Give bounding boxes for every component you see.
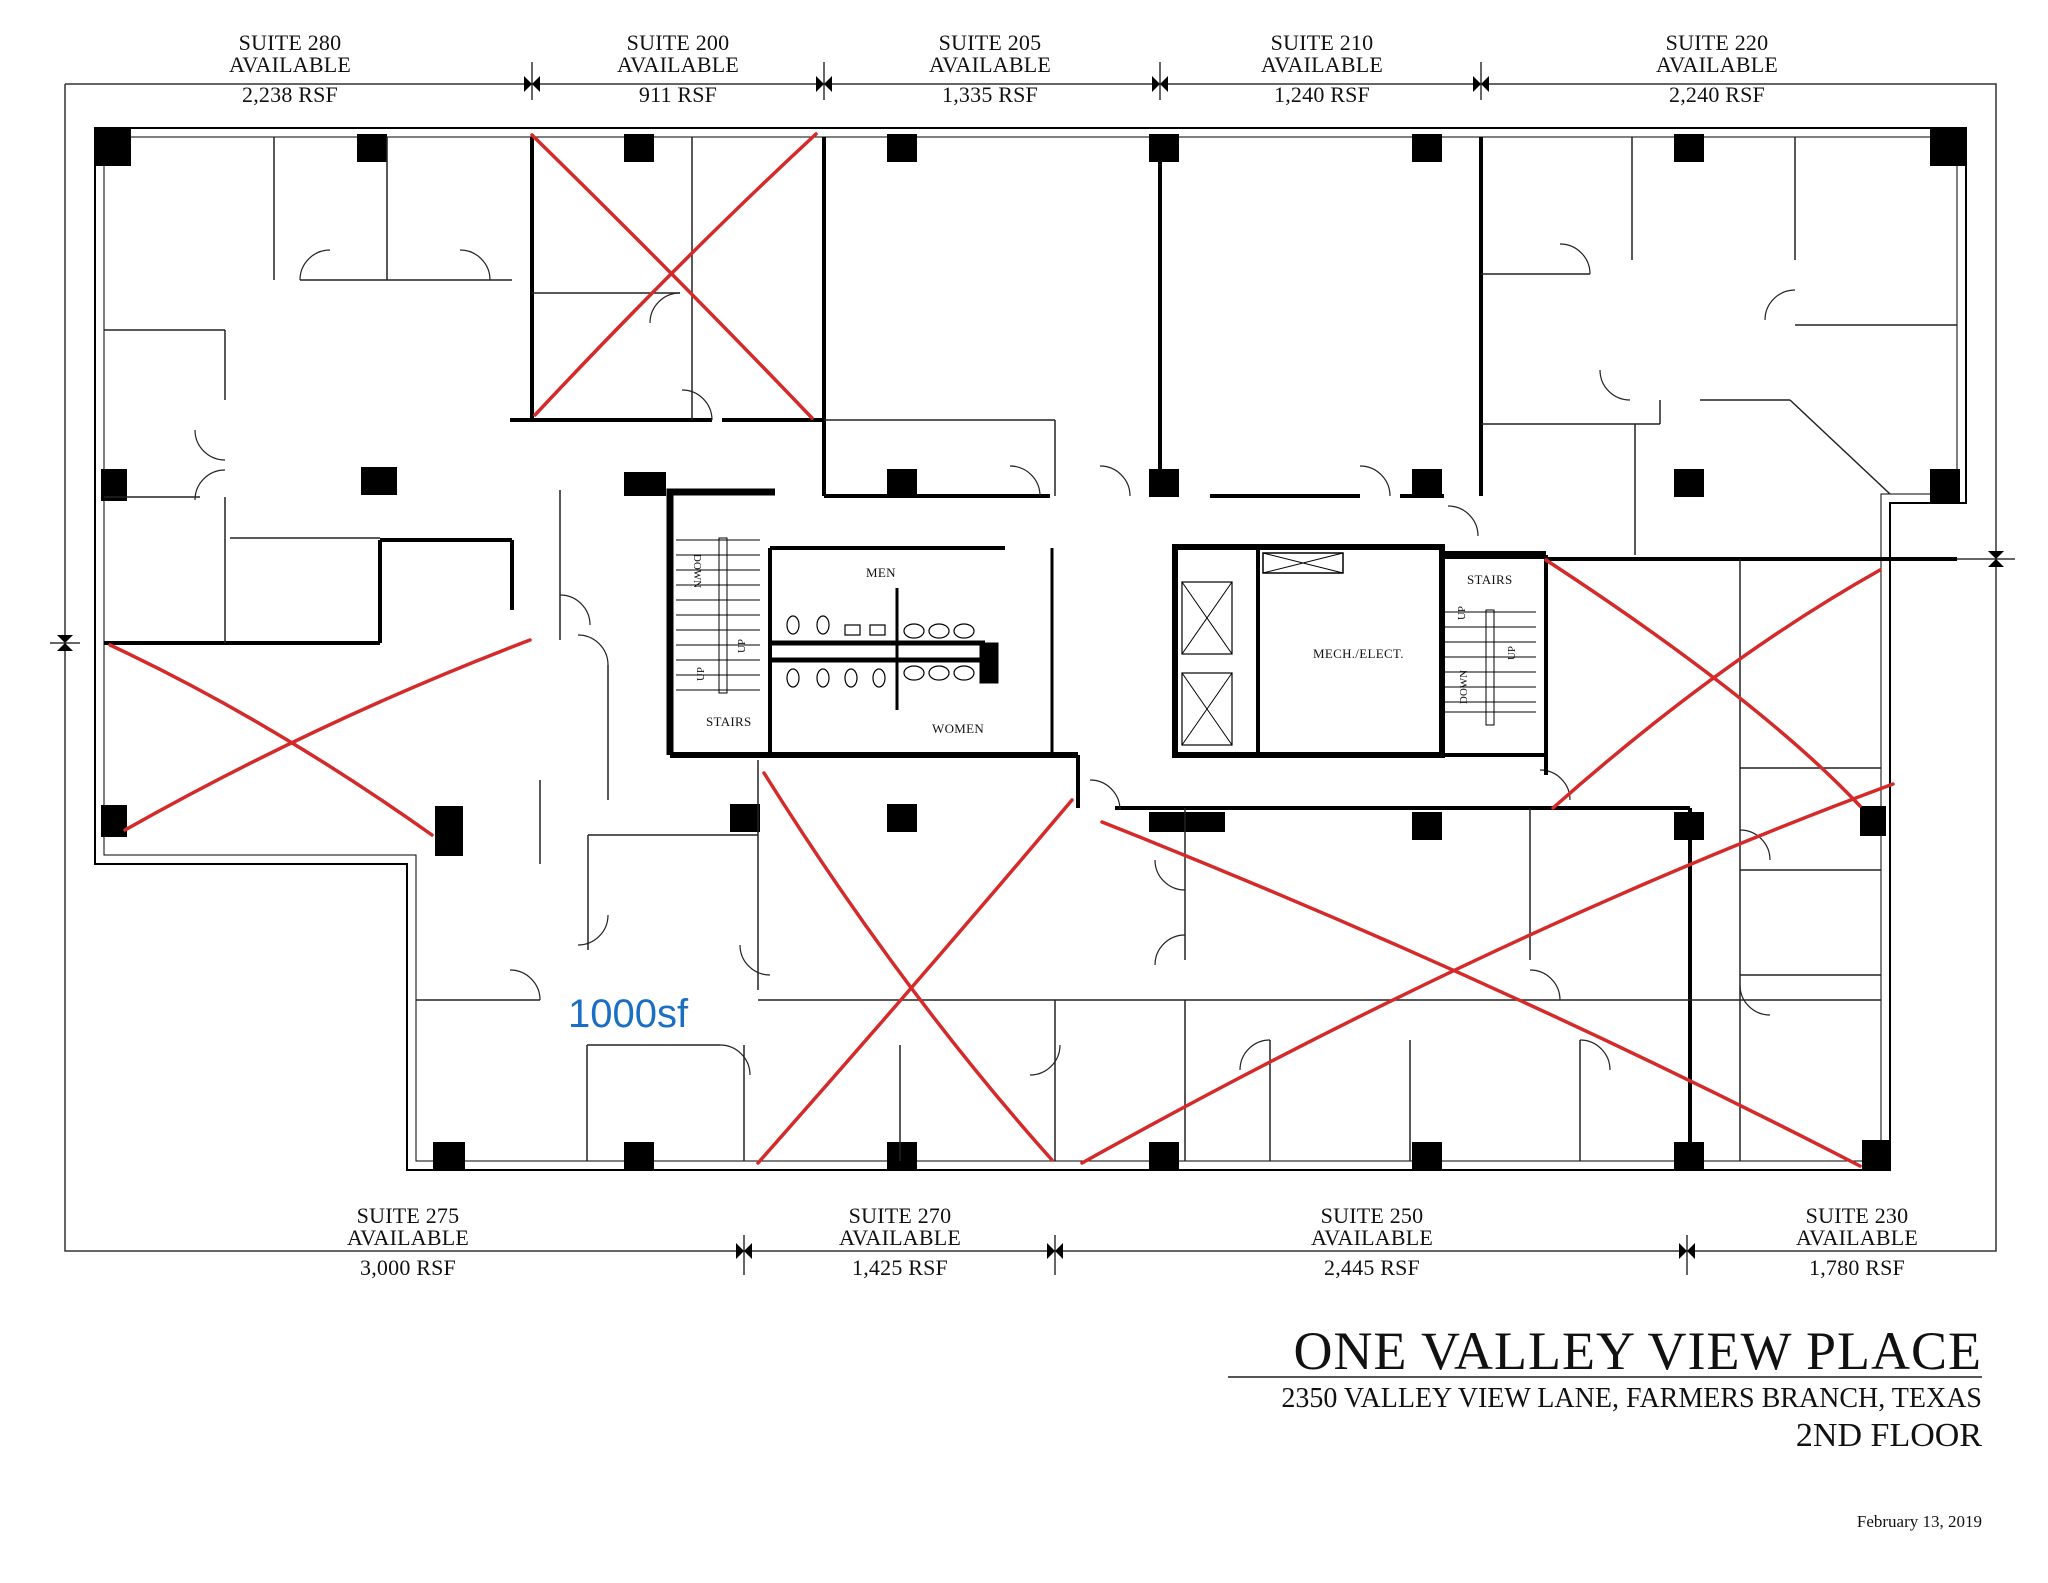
- room-stairs-west: STAIRS: [706, 714, 752, 729]
- east-core: [1172, 544, 1548, 775]
- suite-name: SUITE 230: [1805, 1203, 1909, 1228]
- suite-label-205: SUITE 205 AVAILABLE 1,335 RSF: [890, 32, 1090, 106]
- suite-area: 1,780 RSF: [1809, 1255, 1905, 1280]
- suite-status: AVAILABLE: [1311, 1225, 1433, 1250]
- suite-area: 1,425 RSF: [852, 1255, 948, 1280]
- suite-name: SUITE 270: [848, 1203, 952, 1228]
- suite-status: AVAILABLE: [839, 1225, 961, 1250]
- suite-area: 2,445 RSF: [1324, 1255, 1420, 1280]
- suite-name: SUITE 205: [938, 30, 1042, 55]
- stair-up-label: UP: [1456, 605, 1469, 621]
- suite-area: 2,240 RSF: [1669, 82, 1765, 107]
- suite-label-220: SUITE 220 AVAILABLE 2,240 RSF: [1617, 32, 1817, 106]
- suite-status: AVAILABLE: [929, 52, 1051, 77]
- suite-area: 1,335 RSF: [942, 82, 1038, 107]
- suite-status: AVAILABLE: [1261, 52, 1383, 77]
- suite-area: 1,240 RSF: [1274, 82, 1370, 107]
- stair-up-label: UP: [695, 666, 708, 682]
- demising-walls: [104, 137, 1957, 1161]
- room-women: WOMEN: [932, 721, 985, 736]
- suite-status: AVAILABLE: [347, 1225, 469, 1250]
- exterior-wall: [94, 127, 1967, 1171]
- room-men: MEN: [866, 565, 896, 580]
- stair-down-label: DOWN: [691, 553, 704, 589]
- building-address: 2350 VALLEY VIEW LANE, FARMERS BRANCH, T…: [1281, 1383, 1982, 1414]
- suite-label-280: SUITE 280 AVAILABLE 2,238 RSF: [190, 32, 390, 106]
- title-divider: [1228, 1376, 1982, 1378]
- suite-name: SUITE 250: [1320, 1203, 1424, 1228]
- west-core: [666, 488, 1078, 758]
- suite-name: SUITE 200: [626, 30, 730, 55]
- suite-label-200: SUITE 200 AVAILABLE 911 RSF: [578, 32, 778, 106]
- suite-name: SUITE 220: [1665, 30, 1769, 55]
- suite-name: SUITE 280: [238, 30, 342, 55]
- suite-label-230: SUITE 230 AVAILABLE 1,780 RSF: [1757, 1205, 1957, 1279]
- stair-up-label: UP: [736, 638, 749, 654]
- room-mech-elect: MECH./ELECT.: [1313, 646, 1404, 661]
- suite-label-250: SUITE 250 AVAILABLE 2,445 RSF: [1272, 1205, 1472, 1279]
- dimension-arrows: [57, 76, 2004, 1259]
- suite-label-270: SUITE 270 AVAILABLE 1,425 RSF: [800, 1205, 1000, 1279]
- suite-label-275: SUITE 275 AVAILABLE 3,000 RSF: [308, 1205, 508, 1279]
- partitions: [104, 137, 1957, 1161]
- floor-label: 2ND FLOOR: [1795, 1417, 1982, 1454]
- stair-down-label: DOWN: [1458, 669, 1471, 705]
- suite-status: AVAILABLE: [617, 52, 739, 77]
- building-name: ONE VALLEY VIEW PLACE: [1293, 1321, 1982, 1381]
- suite-label-210: SUITE 210 AVAILABLE 1,240 RSF: [1222, 32, 1422, 106]
- suite-name: SUITE 210: [1270, 30, 1374, 55]
- suite-area: 911 RSF: [638, 82, 718, 107]
- room-stairs-east: STAIRS: [1467, 572, 1513, 587]
- suite-area: 2,238 RSF: [242, 82, 338, 107]
- stair-up-label: UP: [1506, 645, 1519, 661]
- dimension-frame: [50, 62, 2015, 1275]
- suite-status: AVAILABLE: [1796, 1225, 1918, 1250]
- door-swings: [194, 243, 1796, 1076]
- suite-name: SUITE 275: [356, 1203, 460, 1228]
- columns: [95, 128, 1966, 1170]
- suite-area: 3,000 RSF: [360, 1255, 456, 1280]
- suite-status: AVAILABLE: [229, 52, 351, 77]
- handwritten-area-note: 1000sf: [568, 992, 689, 1036]
- suite-status: AVAILABLE: [1656, 52, 1778, 77]
- red-strike-marks: [108, 132, 1895, 1168]
- plan-date: February 13, 2019: [1856, 1512, 1982, 1531]
